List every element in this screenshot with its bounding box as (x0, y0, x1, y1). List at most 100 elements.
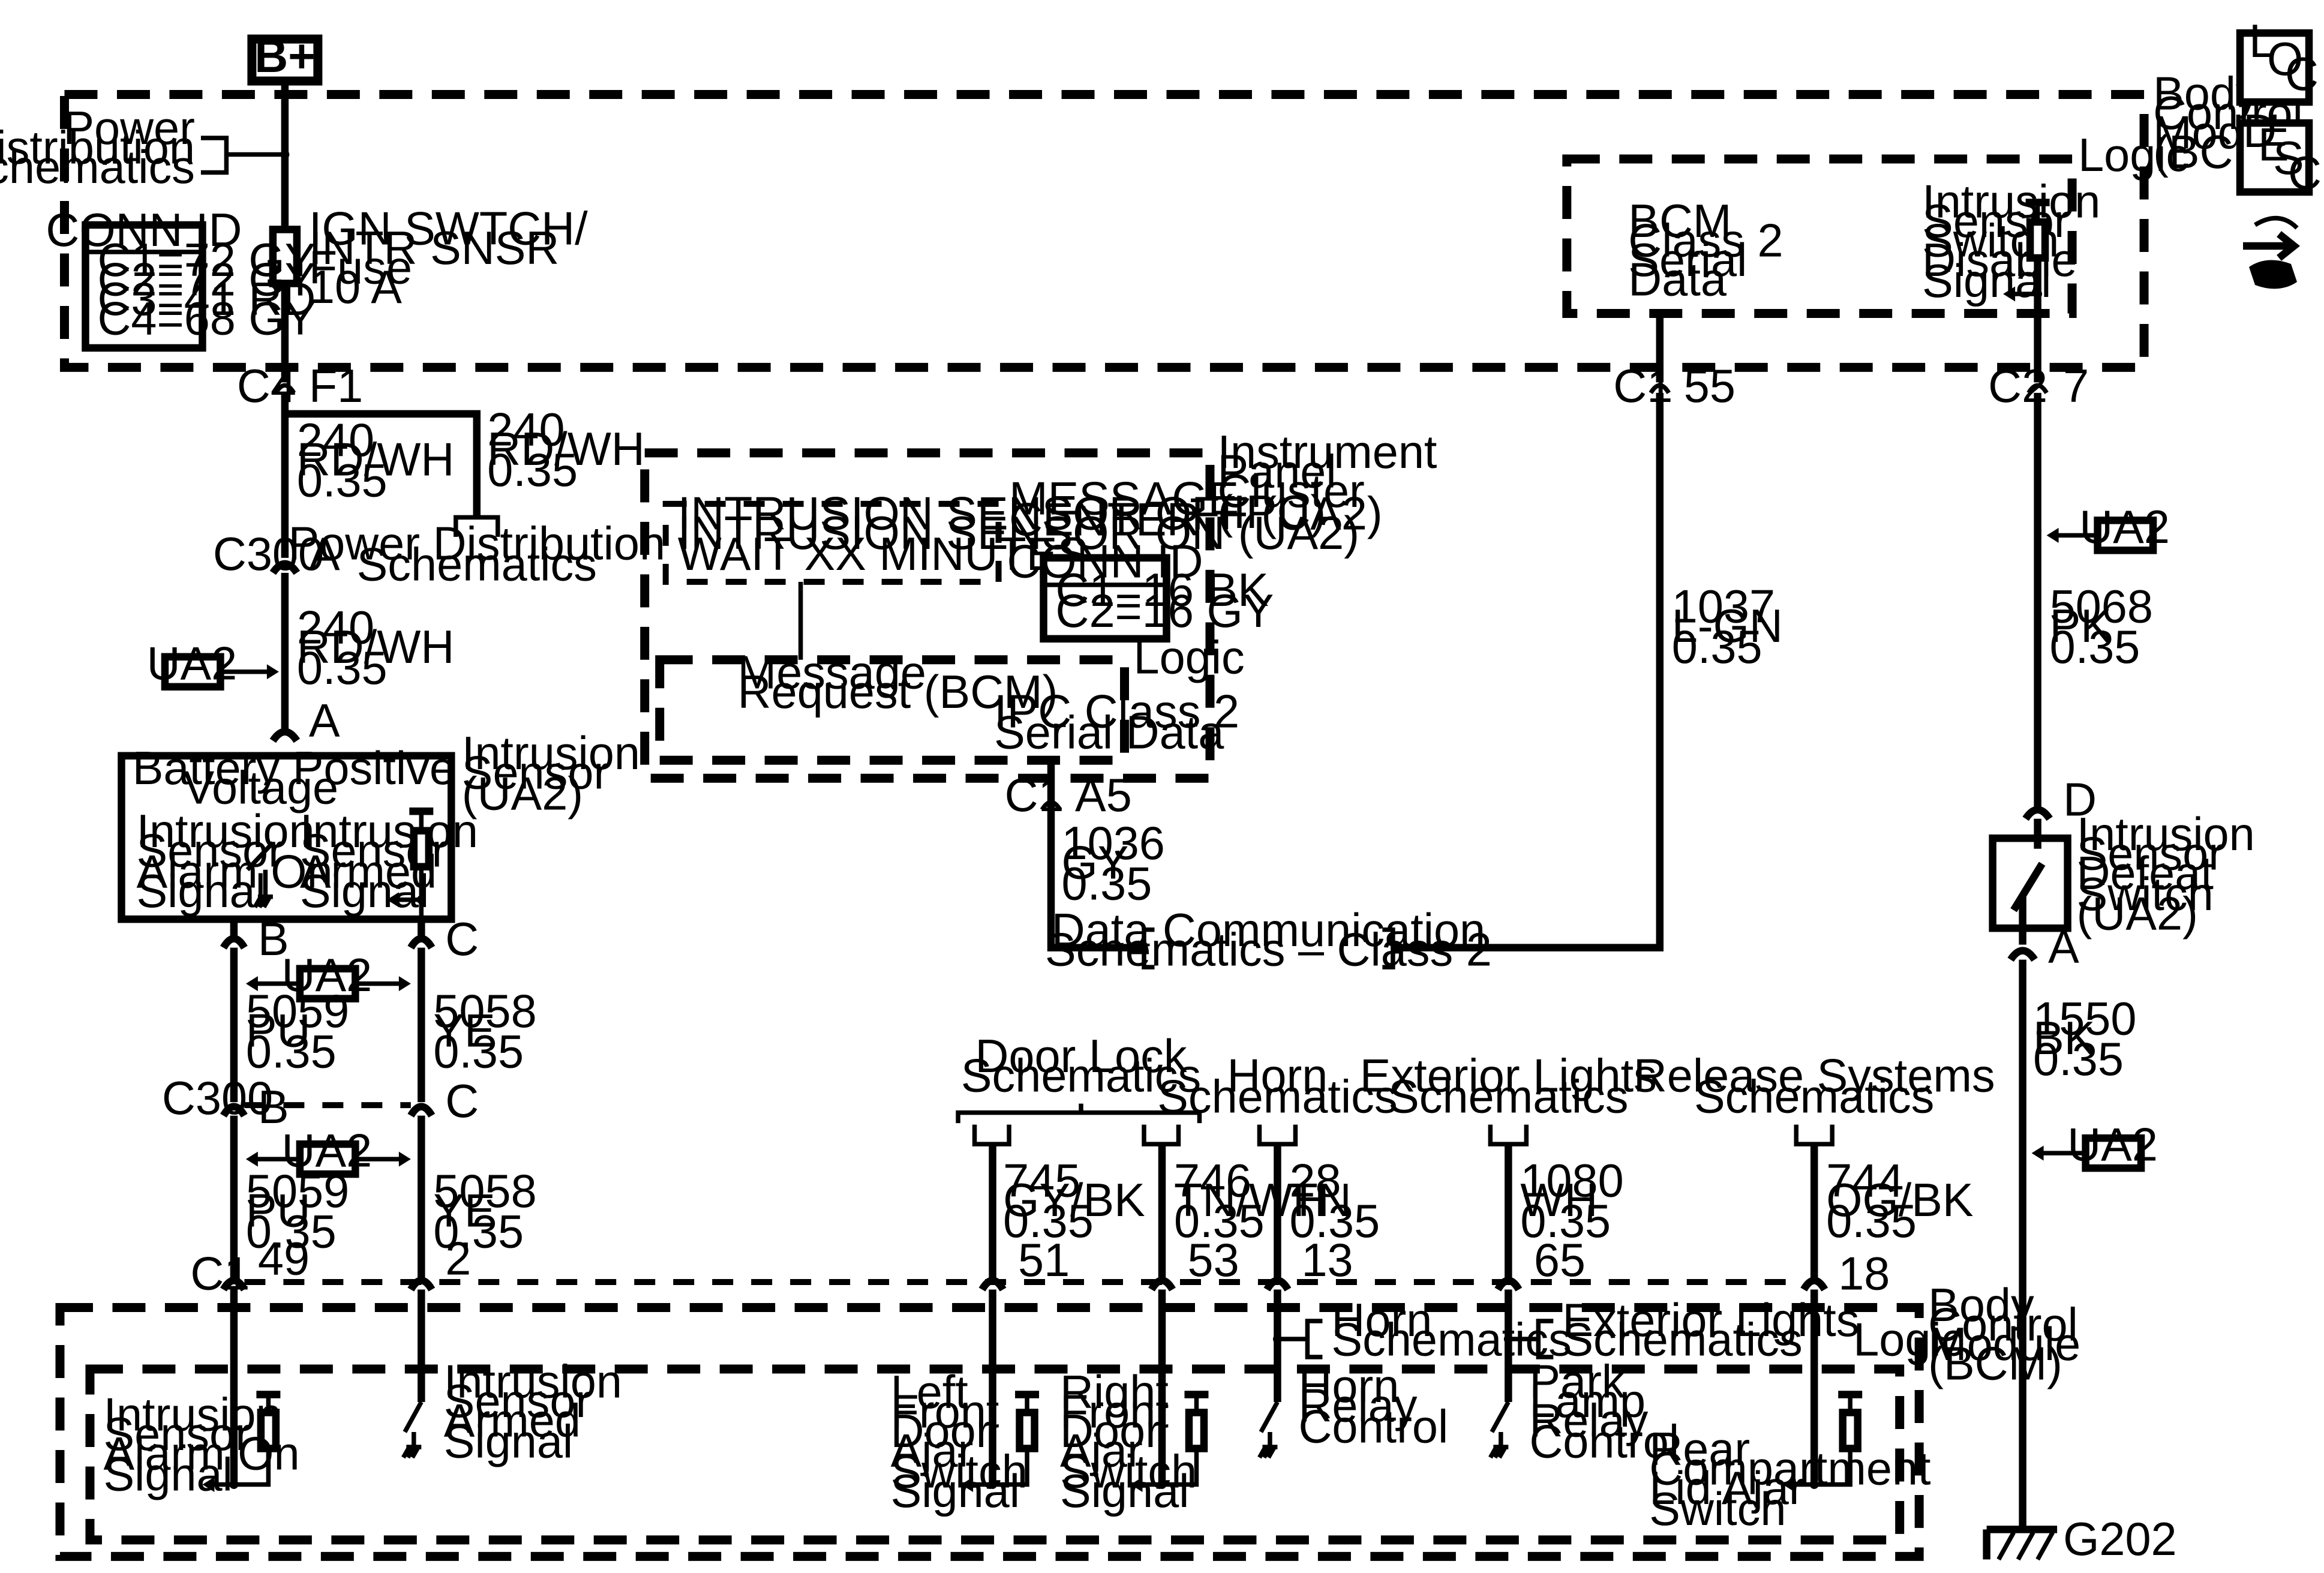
svg-text:0.35: 0.35 (246, 1206, 337, 1258)
svg-text:Schematics: Schematics (961, 1050, 1201, 1102)
svg-text:Alarm On: Alarm On (103, 1428, 299, 1479)
svg-text:Serial: Serial (1628, 235, 1747, 286)
svg-text:Release Systems: Release Systems (1634, 1050, 1995, 1102)
svg-text:L: L (2249, 16, 2275, 67)
bpv-label-1: Battery Positive (133, 743, 455, 794)
svg-text:Relay: Relay (1529, 1395, 1648, 1446)
release-systems-ref[interactable]: Release Systems Schematics (1634, 1050, 1995, 1146)
svg-text:0.35: 0.35 (433, 1026, 524, 1078)
svg-text:C: C (2288, 148, 2322, 199)
svg-text:IGN SWTCH/: IGN SWTCH/ (309, 203, 588, 254)
svg-text:0.35: 0.35 (1174, 1196, 1265, 1247)
message-center-text: INTRUSION SENSOR OFF (UA2)INTRUSION SENS… (678, 473, 1383, 580)
svg-text:GY/BK: GY/BK (1003, 1175, 1145, 1226)
svg-text:WAIT XX MINUTES: WAIT XX MINUTES (678, 529, 1088, 580)
bcm-logic-top-label: Logic (2078, 130, 2189, 181)
svg-text:MESSAGE: MESSAGE (1009, 473, 1239, 524)
exterior-lights-ref[interactable]: Exterior Lights Schematics (1360, 1050, 1657, 1146)
svg-text:RD/WH: RD/WH (487, 424, 644, 475)
svg-text:Lid Ajar: Lid Ajar (1649, 1463, 1804, 1514)
svg-text:L-GN: L-GN (1672, 601, 1783, 652)
svg-text:Message: Message (738, 647, 926, 698)
svg-text:C2=16 GY: C2=16 GY (1056, 586, 1274, 637)
pullup-resistor (2026, 218, 2049, 262)
svg-text:Ajar: Ajar (891, 1425, 974, 1476)
svg-text:C: C (445, 1076, 479, 1127)
svg-text:0.35: 0.35 (1289, 1196, 1380, 1247)
svg-text:Horn: Horn (1227, 1050, 1328, 1102)
svg-text:BCM: BCM (1628, 196, 1731, 247)
svg-text:YE: YE (433, 1005, 495, 1057)
wire-1037 (1392, 392, 1664, 951)
svg-text:Power Distribution: Power Distribution (288, 518, 665, 569)
svg-text:5068: 5068 (2050, 581, 2153, 632)
svg-text:RD/WH: RD/WH (297, 622, 454, 673)
svg-text:A: A (309, 529, 340, 580)
svg-text:C1=72 GY: C1=72 GY (97, 235, 316, 286)
door-lock-ref[interactable]: Door Lock Schematics (956, 1031, 1202, 1146)
ground-g202-icon (1983, 1526, 2058, 1561)
svg-text:UA2: UA2 (282, 1125, 373, 1177)
svg-text:Schematics: Schematics (0, 142, 195, 193)
svg-text:C2=72 GY: C2=72 GY (97, 254, 316, 305)
svg-text:O: O (2267, 34, 2303, 85)
wire-1036 (1047, 809, 1145, 951)
svg-text:PK: PK (2050, 601, 2112, 652)
repair-hand-icon[interactable] (2243, 215, 2301, 289)
svg-text:55: 55 (1684, 361, 1736, 412)
loc-icon[interactable]: LOC (2236, 16, 2319, 106)
svg-text:Intrusion: Intrusion (136, 806, 314, 857)
svg-text:Switch: Switch (2077, 869, 2214, 920)
svg-text:Door: Door (891, 1406, 992, 1457)
svg-text:Intrusion: Intrusion (2077, 809, 2255, 860)
ua2-double-1: UA2 (245, 950, 411, 1002)
bcm-bottom-logic-label: Logic (1853, 1314, 1964, 1366)
svg-text:0.35: 0.35 (1062, 858, 1152, 910)
svg-text:Intrusion: Intrusion (300, 806, 478, 857)
svg-text:Relay: Relay (1298, 1380, 1417, 1431)
ground-label: G202 (2063, 1514, 2177, 1565)
svg-text:Class 2: Class 2 (1628, 215, 1783, 266)
svg-text:Horn: Horn (1298, 1361, 1399, 1412)
svg-text:53: 53 (1187, 1235, 1239, 1286)
svg-text:(BCM): (BCM) (1928, 1338, 2062, 1389)
svg-text:Signal: Signal (136, 866, 265, 917)
svg-text:(UA2): (UA2) (2077, 888, 2198, 940)
power-distribution-ref-mid[interactable]: Power Distribution Schematics (288, 518, 665, 590)
svg-text:Rear: Rear (1649, 1424, 1750, 1475)
svg-text:13: 13 (1301, 1235, 1353, 1286)
svg-text:D: D (2243, 106, 2277, 157)
bcm-top-frame (59, 90, 2149, 372)
svg-text:0.35: 0.35 (1672, 622, 1762, 673)
svg-text:Cluster: Cluster (1217, 466, 1364, 517)
svg-text:Alarm On: Alarm On (136, 846, 332, 898)
horn-ref[interactable]: Horn Schematics (1157, 1050, 1398, 1146)
svg-text:Front: Front (1060, 1386, 1169, 1437)
svg-text:Signal: Signal (300, 866, 429, 917)
svg-text:Instrument: Instrument (1217, 427, 1437, 478)
svg-text:Schematics: Schematics (1694, 1071, 1934, 1123)
data-comm-ref[interactable]: Data Communication Schematics – Class 2 (1045, 905, 1492, 975)
svg-text:0.35: 0.35 (2050, 622, 2140, 673)
svg-text:Switch: Switch (1649, 1484, 1786, 1535)
svg-text:0.35: 0.35 (1520, 1196, 1611, 1247)
svg-text:7: 7 (2063, 361, 2089, 412)
svg-text:Sensor: Sensor (2077, 828, 2224, 880)
power-distribution-ref-top[interactable]: Power Distribution Schematics (0, 103, 195, 193)
svg-text:Schematics: Schematics (1388, 1071, 1628, 1123)
ipc-frame (640, 448, 1215, 783)
